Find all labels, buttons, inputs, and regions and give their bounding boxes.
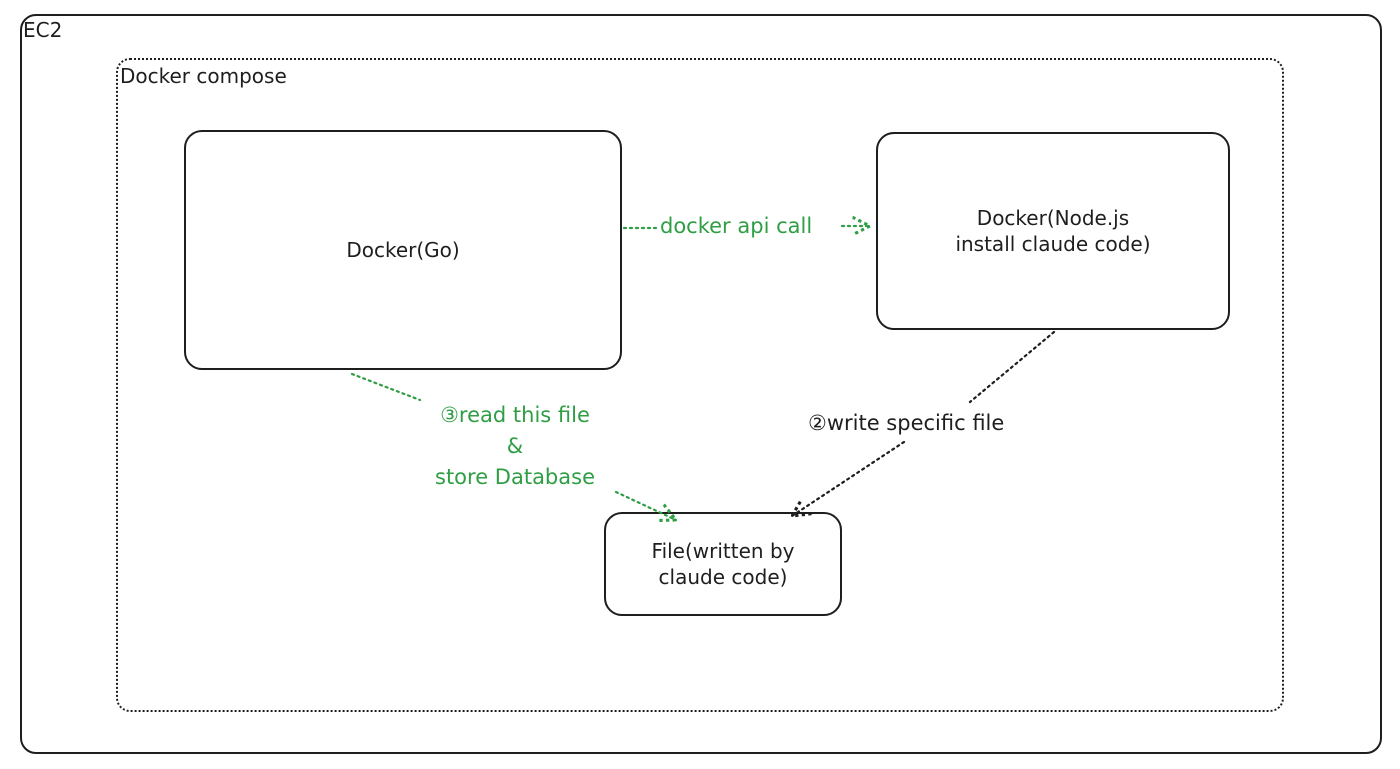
docker-go-label: Docker(Go) [346,238,460,262]
file-node[interactable]: File(written by claude code) [604,512,842,616]
write-file-label: ②write specific file [808,411,1005,435]
file-node-label: File(written by claude code) [651,539,795,589]
read-file-label: ③read this file & store Database [435,403,595,489]
docker-go-node[interactable]: Docker(Go) [184,130,622,370]
docker-compose-group[interactable] [116,58,1284,712]
docker-compose-label: Docker compose [120,64,287,88]
ec2-container[interactable] [20,14,1382,754]
ec2-label: EC2 [23,18,63,42]
docker-nodejs-label: Docker(Node.js install claude code) [955,206,1151,256]
docker-nodejs-node[interactable]: Docker(Node.js install claude code) [876,132,1230,330]
api-call-label: docker api call [660,214,813,238]
